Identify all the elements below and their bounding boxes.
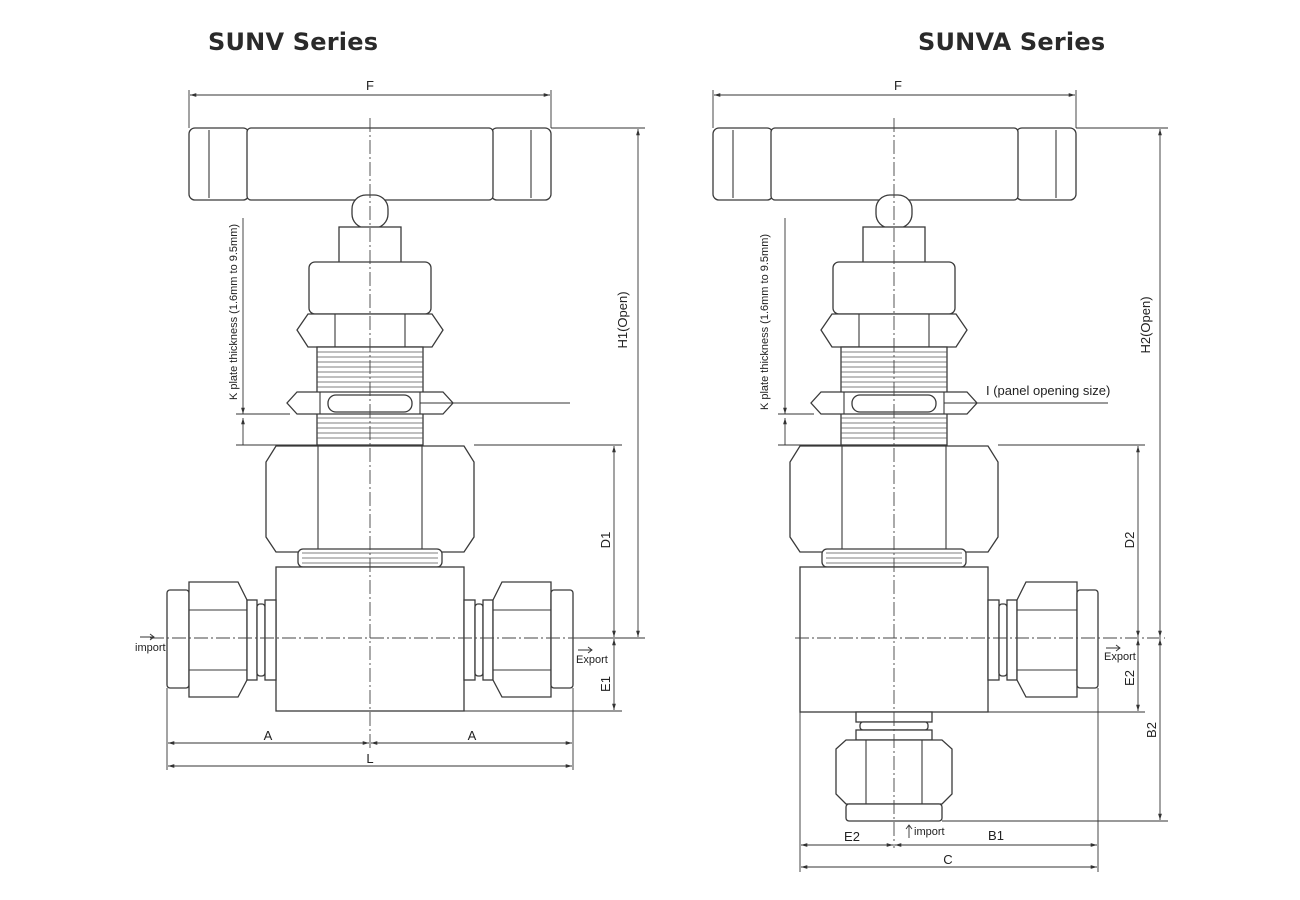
sunv-import-label: import: [135, 642, 166, 654]
sunv-series-title: SUNV Series: [208, 28, 379, 56]
sunva-export-label: Export: [1104, 651, 1136, 663]
sunv-dim-e1: E1: [598, 676, 613, 692]
sunva-drawing: F H2(Open) K plate thickness (1.6mm to 9…: [712, 78, 1168, 872]
sunv-drawing: F H1(Open) K plate thickness (1.6mm to 9…: [135, 78, 645, 770]
sunva-import-label: import: [914, 826, 945, 838]
sunv-dim-f: F: [366, 78, 374, 93]
sunva-dim-d2: D2: [1122, 532, 1137, 549]
sunva-dim-e2-horizontal: E2: [844, 829, 860, 844]
sunva-dim-f: F: [894, 78, 902, 93]
sunva-dim-b2: B2: [1144, 722, 1159, 738]
sunv-dim-d1: D1: [598, 532, 613, 549]
sunv-dim-a-left: A: [264, 728, 273, 743]
sunva-dim-i: I (panel opening size): [986, 383, 1110, 398]
sunva-series-title: SUNVA Series: [918, 28, 1106, 56]
sunva-outlet-fitting: [987, 581, 1099, 698]
sunv-inlet-fitting: [166, 581, 277, 698]
sunva-import-arrow-icon: [905, 824, 913, 838]
sunv-dim-h1: H1(Open): [615, 291, 630, 348]
sunv-export-arrow-icon: [578, 646, 593, 654]
sunva-dim-e2-vertical: E2: [1122, 670, 1137, 686]
sunva-dim-b1: B1: [988, 828, 1004, 843]
sunv-outlet-fitting: [463, 581, 574, 698]
sunv-import-arrow-icon: [140, 633, 155, 641]
sunv-export-label: Export: [576, 654, 608, 666]
sunva-dim-h2: H2(Open): [1138, 296, 1153, 353]
sunv-dim-k: K plate thickness (1.6mm to 9.5mm): [228, 224, 240, 400]
sunv-dim-l: L: [366, 751, 373, 766]
sunva-dim-c: C: [943, 852, 952, 867]
sunva-dim-k: K plate thickness (1.6mm to 9.5mm): [759, 234, 771, 410]
sunv-dim-a-right: A: [468, 728, 477, 743]
sunva-export-arrow-icon: [1106, 644, 1121, 652]
